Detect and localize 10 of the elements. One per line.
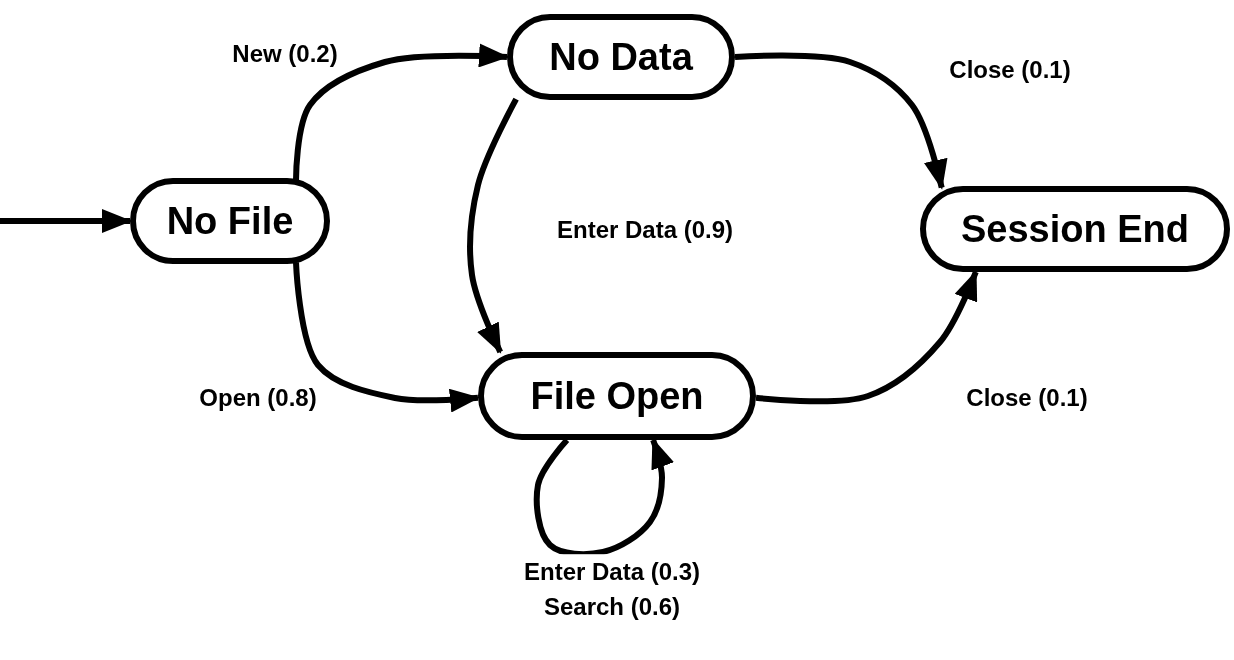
state-label: Session End [960, 207, 1190, 251]
state-label: No File [166, 199, 294, 243]
arrow [755, 270, 979, 405]
arrow [734, 52, 948, 190]
arrow [293, 43, 509, 181]
state-label: No Data [549, 35, 693, 79]
arrow [467, 97, 519, 354]
arrow [293, 262, 480, 413]
state-label: File Open [530, 374, 704, 418]
arrow [0, 209, 132, 233]
